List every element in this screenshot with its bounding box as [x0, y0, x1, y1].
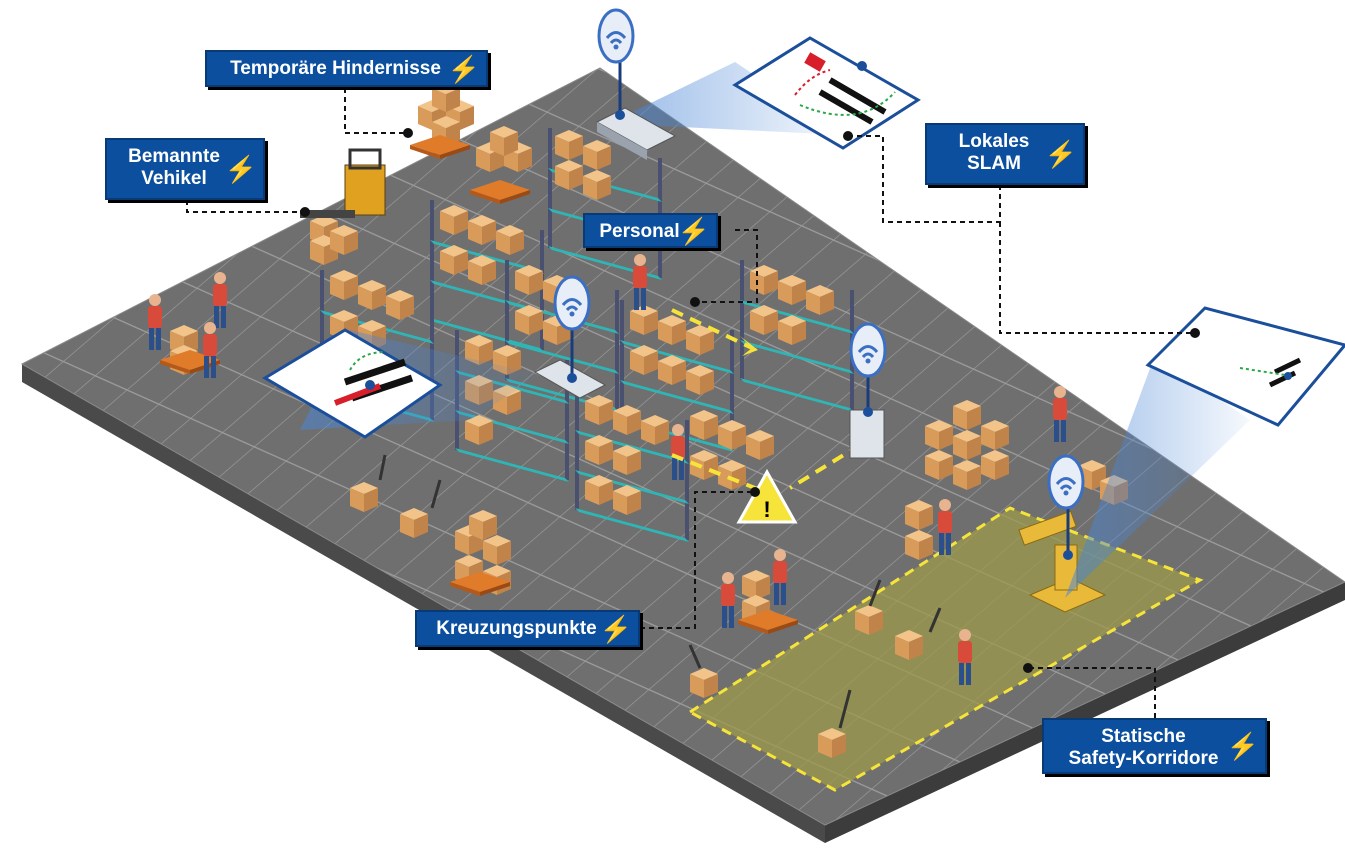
bolt-icon: ⚡ [1226, 731, 1259, 761]
amr-robot-right [849, 409, 885, 459]
bolt-icon: ⚡ [447, 53, 480, 84]
lidar-beam-right [1065, 355, 1250, 598]
leader-lines [186, 88, 1195, 718]
wifi-icon [553, 275, 591, 331]
path-arrow [740, 336, 758, 356]
callout-label: Personal [599, 221, 680, 242]
callout-label: Lokales SLAM [958, 131, 1030, 174]
callout-temporary-obstacles: Temporäre Hindernisse ⚡ [205, 50, 488, 87]
floor-side-right [825, 582, 1345, 843]
callout-label: Kreuzungspunkte [436, 618, 597, 639]
robot-paths [671, 308, 862, 492]
bolt-icon: ⚡ [224, 154, 257, 184]
bolt-icon: ⚡ [599, 613, 632, 644]
wifi-icon [1047, 454, 1085, 510]
callout-static-safety-corridors: Statische Safety-Korridore ⚡ [1042, 718, 1267, 774]
slam-map-panel-top [732, 36, 921, 150]
wifi-icon [849, 322, 887, 378]
callout-local-slam: Lokales SLAM ⚡ [925, 123, 1085, 185]
callout-label: Temporäre Hindernisse [230, 58, 441, 79]
wifi-icons [553, 8, 1085, 560]
callout-manned-vehicles: Bemannte Vehikel ⚡ [105, 138, 265, 200]
bolt-icon: ⚡ [677, 215, 710, 246]
forklift [300, 148, 386, 218]
leader-dots [300, 128, 1200, 673]
slam-map-panel-left [262, 328, 443, 439]
callout-label: Bemannte Vehikel [128, 146, 220, 189]
callout-crossing-points: Kreuzungspunkte ⚡ [415, 610, 640, 647]
callout-label: Statische Safety-Korridore [1068, 726, 1219, 769]
floor-side [22, 364, 825, 843]
bolt-icon: ⚡ [1044, 139, 1077, 169]
warning-sign-icon: ! [736, 468, 798, 524]
wifi-icon [597, 8, 635, 64]
callout-personnel: Personal ⚡ [583, 213, 718, 248]
pallet-jacks [378, 454, 942, 729]
svg-text:!: ! [763, 497, 770, 522]
